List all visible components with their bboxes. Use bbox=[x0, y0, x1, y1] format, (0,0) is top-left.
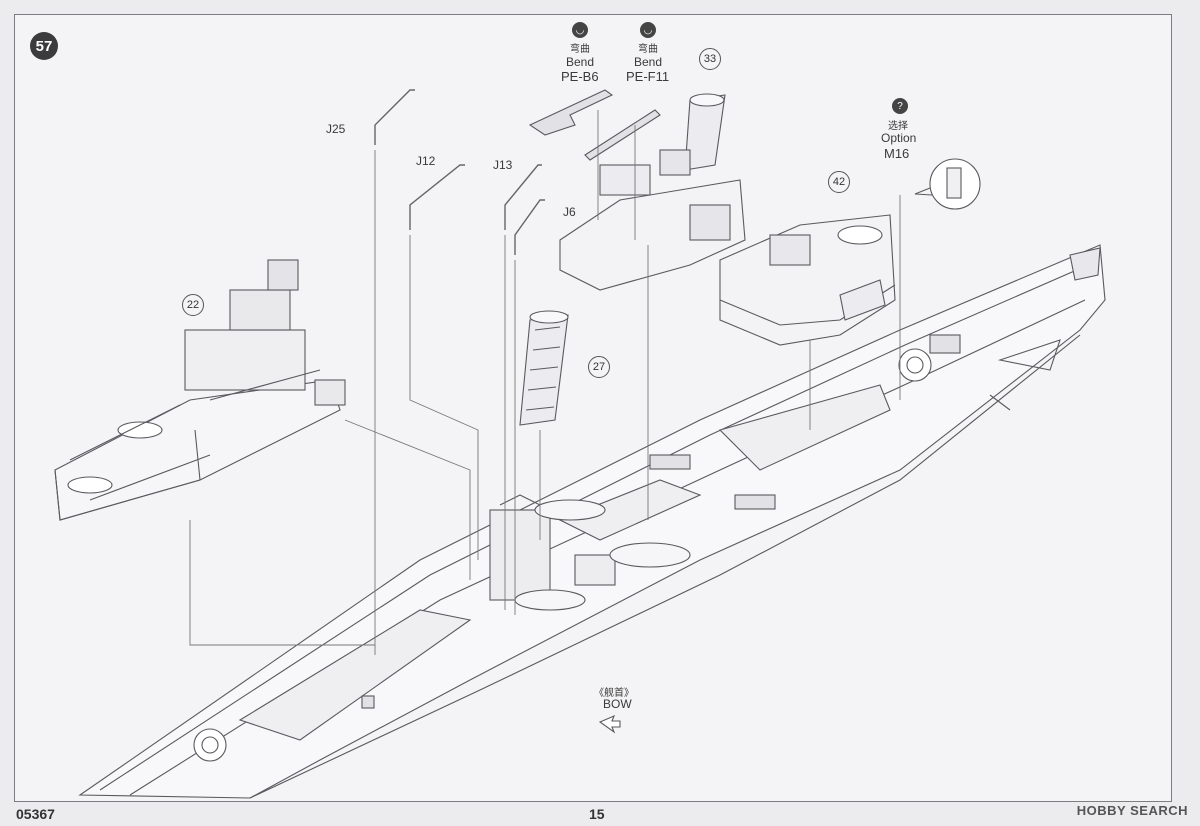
option-cn: 选择 bbox=[888, 121, 908, 132]
bend-icon: ◡ bbox=[640, 22, 656, 38]
bend-code: PE-F11 bbox=[626, 69, 670, 84]
aft-module bbox=[719, 214, 896, 346]
callout-33: 33 bbox=[699, 48, 721, 70]
bend-code: PE-B6 bbox=[561, 69, 599, 84]
page-number: 15 bbox=[589, 806, 605, 822]
option-en: Option bbox=[881, 131, 917, 145]
label-j6: J6 bbox=[563, 205, 576, 219]
label-j25: J25 bbox=[326, 122, 346, 136]
callout-42: 42 bbox=[828, 171, 850, 193]
bend-cn: 弯曲 bbox=[638, 44, 658, 55]
bend-cn: 弯曲 bbox=[570, 44, 590, 55]
main-hull bbox=[78, 244, 1106, 799]
label-j12: J12 bbox=[416, 154, 436, 168]
bend-en: Bend bbox=[566, 55, 595, 69]
kit-number: 05367 bbox=[16, 806, 55, 822]
option-code: M16 bbox=[884, 146, 910, 161]
bridge-module bbox=[54, 259, 346, 521]
question-icon: ? bbox=[892, 98, 908, 114]
brand-watermark: HOBBY SEARCH bbox=[1076, 803, 1188, 818]
step-number-badge: 57 bbox=[30, 32, 58, 60]
upper-bridge-block bbox=[528, 89, 746, 291]
bend-icon: ◡ bbox=[572, 22, 588, 38]
funnel-part bbox=[519, 310, 569, 426]
assembly-guide-lines bbox=[189, 110, 901, 655]
callout-22: 22 bbox=[182, 294, 204, 316]
bow-cn: 《舰首》 bbox=[594, 688, 634, 699]
bend-en: Bend bbox=[634, 55, 663, 69]
label-j13: J13 bbox=[493, 158, 513, 172]
railing-parts bbox=[374, 89, 545, 255]
bow-en: BOW bbox=[603, 697, 632, 711]
callout-27: 27 bbox=[588, 356, 610, 378]
